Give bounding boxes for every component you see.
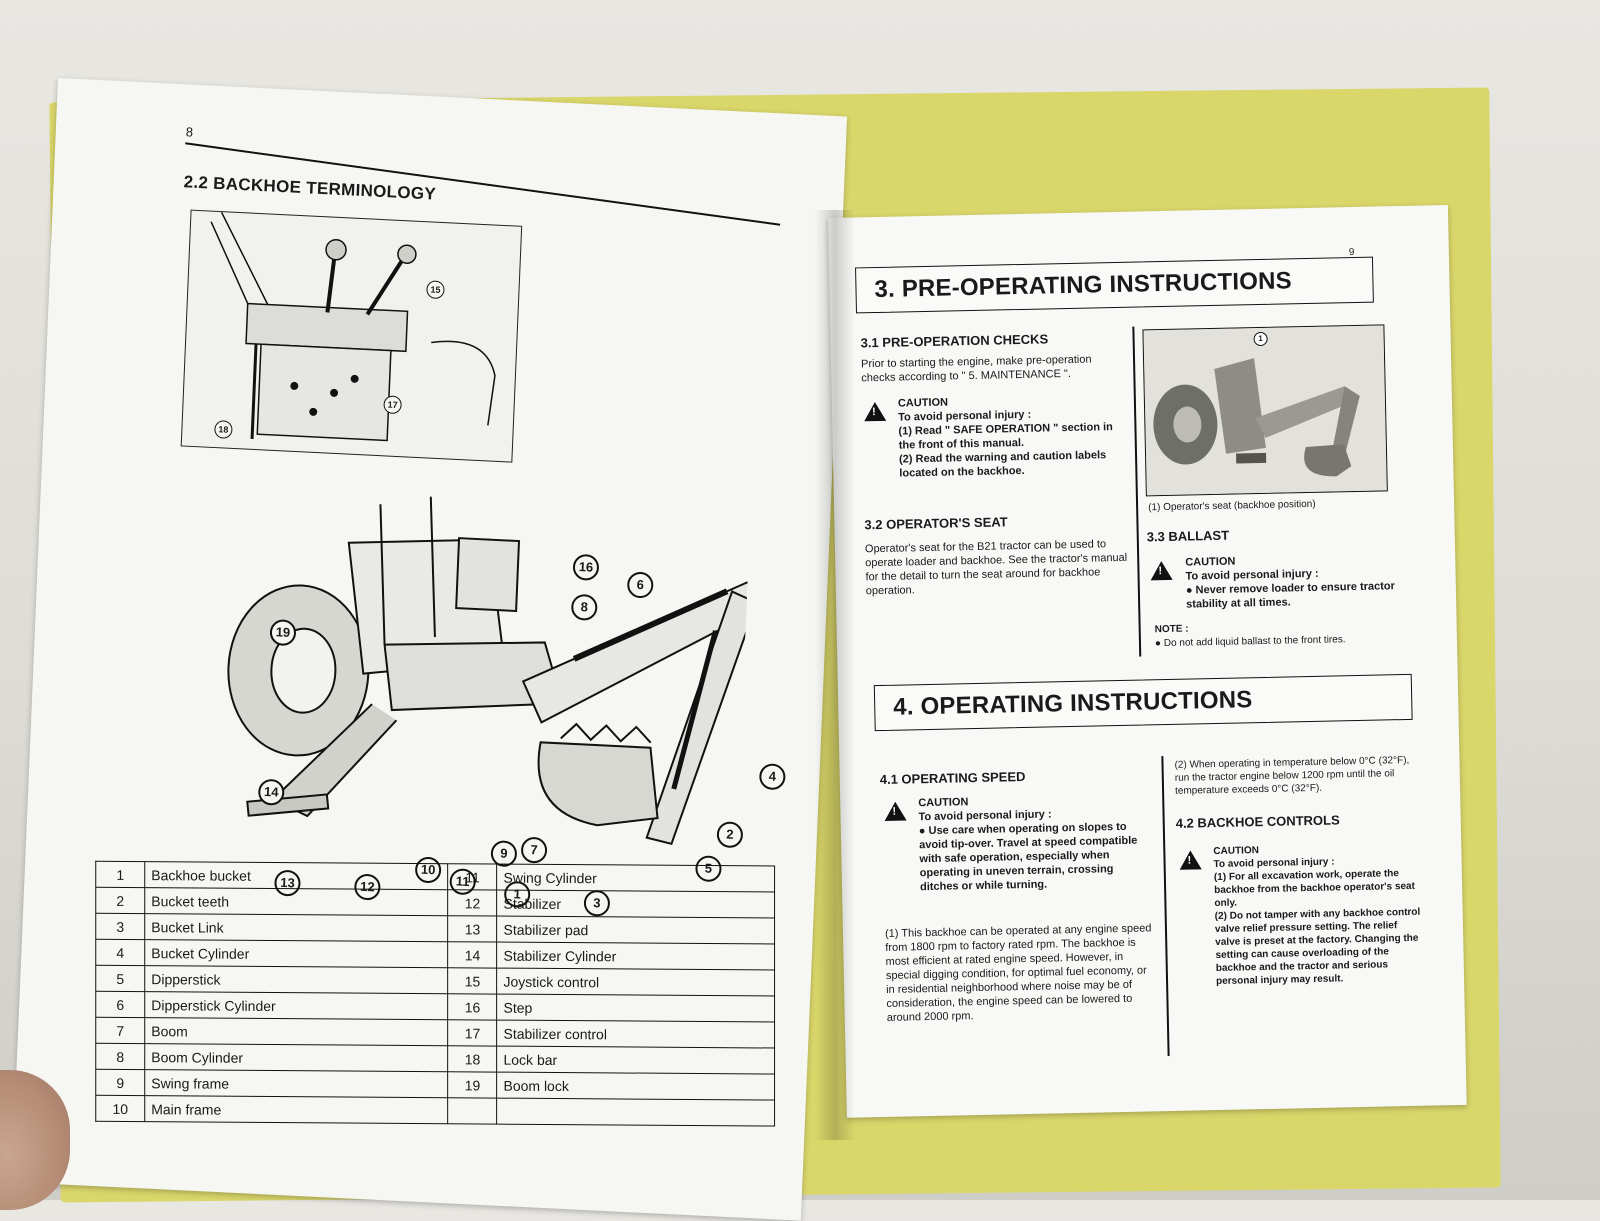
control-inset-figure: 15 17 18 xyxy=(180,209,523,463)
table-row: 10 Main frame xyxy=(95,1095,775,1127)
backhoe-line-drawing xyxy=(227,496,763,846)
section-3-1-title: 3.1 PRE-OPERATION CHECKS xyxy=(860,331,1049,351)
column-divider xyxy=(1161,756,1170,1057)
section-4-2-title: 4.2 BACKHOE CONTROLS xyxy=(1175,812,1340,831)
section-3-2-title: 3.2 OPERATOR'S SEAT xyxy=(864,514,1008,533)
backhoe-photo-drawing xyxy=(1143,325,1387,496)
warning-triangle-icon xyxy=(1179,850,1202,870)
chapter-4-heading: 4. OPERATING INSTRUCTIONS xyxy=(873,673,1413,732)
note-ballast: ● Do not add liquid ballast to the front… xyxy=(1154,634,1346,650)
caution-4-1: CAUTION To avoid personal injury : ● Use… xyxy=(918,796,1138,894)
callout-2: 2 xyxy=(716,821,744,849)
caution-4-2: CAUTION To avoid personal injury : (1) F… xyxy=(1213,845,1421,988)
joystick-controls-drawing xyxy=(210,211,496,442)
section-4-1-text-1: (1) This backhoe can be operated at any … xyxy=(884,922,1152,1024)
photo-caption: (1) Operator's seat (backhoe position) xyxy=(1148,498,1316,514)
section-3-2-text: Operator's seat for the B21 tractor can … xyxy=(864,538,1128,598)
caution-3-3: CAUTION To avoid personal injury : ● Nev… xyxy=(1185,555,1395,611)
caution-3-1: CAUTION To avoid personal injury : (1) R… xyxy=(897,396,1113,480)
callout-4: 4 xyxy=(758,763,786,791)
note-head: NOTE : xyxy=(1154,623,1189,636)
section-title-backhoe-terminology: 2.2 BACKHOE TERMINOLOGY xyxy=(183,172,437,204)
chapter-3-heading: 3. PRE-OPERATING INSTRUCTIONS xyxy=(855,256,1374,314)
terminology-table: 1 Backhoe bucket 11 Swing Cylinder 2 Buc… xyxy=(95,861,775,1127)
backhoe-figure: 1 2 3 4 5 6 7 8 9 10 11 12 13 14 16 19 xyxy=(176,465,786,917)
section-3-3-title: 3.3 BALLAST xyxy=(1146,527,1230,545)
right-page: 9 3. PRE-OPERATING INSTRUCTIONS 3.1 PRE-… xyxy=(828,205,1467,1118)
warning-triangle-icon xyxy=(884,801,907,821)
section-4-1-text-2: (2) When operating in temperature below … xyxy=(1174,754,1410,797)
page-number-left: 8 xyxy=(185,124,194,140)
section-4-1-title: 4.1 OPERATING SPEED xyxy=(879,768,1026,788)
column-divider xyxy=(1132,326,1141,657)
warning-triangle-icon xyxy=(1150,560,1173,581)
section-3-1-text: Prior to starting the engine, make pre-o… xyxy=(860,353,1092,385)
operator-seat-photo: 1 xyxy=(1142,324,1388,497)
left-page: 8 2.2 BACKHOE TERMINOLOGY 15 17 18 xyxy=(11,78,848,1221)
warning-triangle-icon xyxy=(863,401,887,422)
